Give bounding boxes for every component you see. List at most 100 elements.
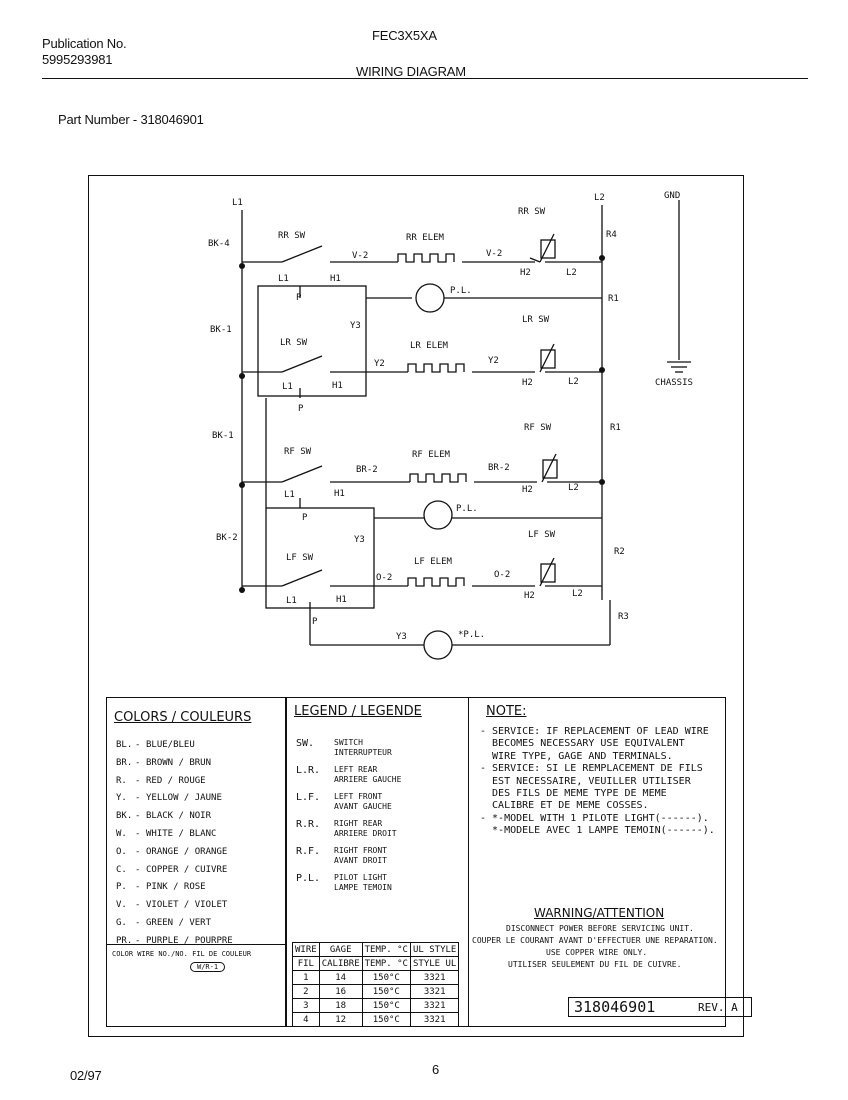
color-code: Y. [116,793,127,804]
header-rule [42,78,808,79]
rf-y3: Y3 [354,535,365,545]
color-code: W. [116,829,127,839]
legend-title: LEGEND / LEGENDE [294,704,422,719]
color-dash: - [135,793,141,804]
wire-table-subheader: CALIBRE [318,956,363,971]
warning-line: USE COPPER WIRE ONLY. [546,948,648,957]
legend-english: RIGHT REAR [334,819,383,828]
color-dash: - [135,882,141,893]
wire-bk4: BK-4 [208,239,230,249]
warning-title: WARNING/ATTENTION [534,906,665,920]
style-cell: 3321 [409,998,460,1013]
color-dash: - [135,757,141,768]
color-name: BLUE/BLEU [146,740,195,750]
color-code: PR. [116,935,133,946]
legend-english: LEFT FRONT [334,792,383,801]
rf-switch-label: RF SW [284,447,312,457]
warning-line: DISCONNECT POWER BEFORE SERVICING UNIT. [506,924,694,933]
style-cell: 3321 [409,984,460,999]
color-code: R. [116,775,127,786]
note-line: WIRE TYPE, GAGE AND TERMINALS. [480,750,673,762]
legend-code: L.F. [296,792,321,803]
r1-label-a: R1 [608,294,619,304]
color-code: BL. [116,740,133,750]
chassis-label: CHASSIS [655,378,693,388]
legend-french: ARRIERE DROIT [334,829,397,838]
l1-label: L1 [232,198,243,208]
color-dash: - [135,775,141,786]
lr-p: P [298,404,304,414]
warning-line: UTILISER SEULEMENT DU FIL DE CUIVRE. [508,960,682,969]
rf-l2: L2 [568,483,579,493]
lf-valve-label: LF SW [528,530,556,540]
wire-table-header: GAGE [318,942,363,957]
rr-p: P [296,293,302,303]
temp-cell: 150°C [361,1012,411,1027]
rr-elem-label: RR ELEM [406,233,445,243]
rr-wire-b: V-2 [486,249,502,259]
gage-cell: 14 [318,970,363,985]
part-number-label: Part Number - 318046901 [58,112,204,127]
color-code: P. [116,882,127,893]
color-dash: - [135,900,141,911]
lf-l1: L1 [286,596,297,606]
lf-elem-label: LF ELEM [414,557,453,567]
wire-table-header: UL STYLE [409,942,460,957]
legend-french: AVANT GAUCHE [334,802,392,811]
color-name: ORANGE / ORANGE [146,846,228,857]
rf-h2: H2 [522,485,533,495]
footer-page: 6 [432,1062,440,1077]
color-code: BR. [116,757,133,768]
wire-table-subheader: FIL [292,956,320,971]
l2-label: L2 [594,193,605,203]
rf-l1: L1 [284,490,295,500]
lr-l1: L1 [282,382,293,392]
color-code: G. [116,918,127,928]
r3-label: R3 [618,612,629,622]
color-dash: - [135,829,141,839]
rr-h1: H1 [330,274,341,284]
lf-switch-label: LF SW [286,553,314,563]
rf-elem-label: RF ELEM [412,450,451,460]
legend-french: AVANT DROIT [334,856,387,865]
temp-cell: 150°C [361,998,411,1013]
color-dash: - [135,864,141,875]
color-code: C. [116,864,127,875]
lr-wire-b: Y2 [488,356,499,366]
rf-h1: H1 [334,489,345,499]
legend-code: L.R. [296,765,321,776]
wire-cell: 3 [292,998,320,1013]
section-title: WIRING DIAGRAM [356,64,466,79]
rr-wire-a: V-2 [352,251,368,261]
note-line: - *-MODEL WITH 1 PILOTE LIGHT(------). [480,812,709,824]
color-name: PURPLE / POURPRE [146,935,233,946]
note-line: CALIBRE ET DE MEME COSSES. [480,800,649,812]
color-name: VIOLET / VIOLET [146,900,228,911]
style-cell: 3321 [409,970,460,985]
legend-english: PILOT LIGHT [334,873,387,882]
wire-table-subheader: STYLE UL [409,956,460,971]
color-dash: - [135,846,141,857]
rf-p: P [302,513,308,523]
wire-table-header: TEMP. °C [361,942,411,957]
rf-pilot: P.L. [456,504,478,514]
part-box-rev: REV. A [698,1001,738,1014]
lf-h1: H1 [336,595,347,605]
legend-code: P.L. [296,873,321,884]
wire-bk1-a: BK-1 [210,325,232,335]
wire-table-subheader: TEMP. °C [361,956,411,971]
lr-valve-label: LR SW [522,315,550,325]
lf-pilot: *P.L. [458,630,485,640]
color-dash: - [135,740,141,750]
legend-left-border [286,697,287,1027]
color-dash: - [135,811,141,822]
rr-l2: L2 [566,268,577,278]
temp-cell: 150°C [361,984,411,999]
temp-cell: 150°C [361,970,411,985]
lr-switch-label: LR SW [280,338,308,348]
gage-cell: 16 [318,984,363,999]
color-name: BLACK / NOIR [146,811,212,822]
rr-switch-label: RR SW [278,231,306,241]
